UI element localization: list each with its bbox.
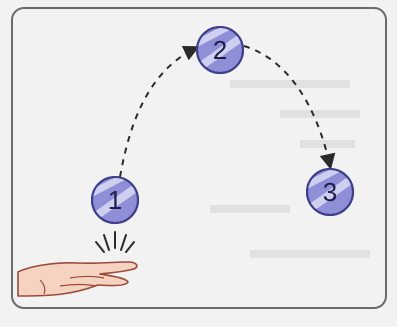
impact-lines-icon bbox=[96, 232, 134, 252]
ball-1-label: 1 bbox=[108, 185, 122, 215]
ball-2-label: 2 bbox=[213, 35, 227, 65]
ball-3: 3 bbox=[305, 157, 355, 217]
ball-1: 1 bbox=[90, 165, 140, 225]
hand-icon bbox=[18, 262, 137, 296]
background-texture bbox=[210, 80, 370, 258]
ball-3-label: 3 bbox=[323, 177, 337, 207]
arc-arrow-1-to-2 bbox=[120, 48, 196, 177]
ball-2: 2 bbox=[195, 15, 245, 75]
